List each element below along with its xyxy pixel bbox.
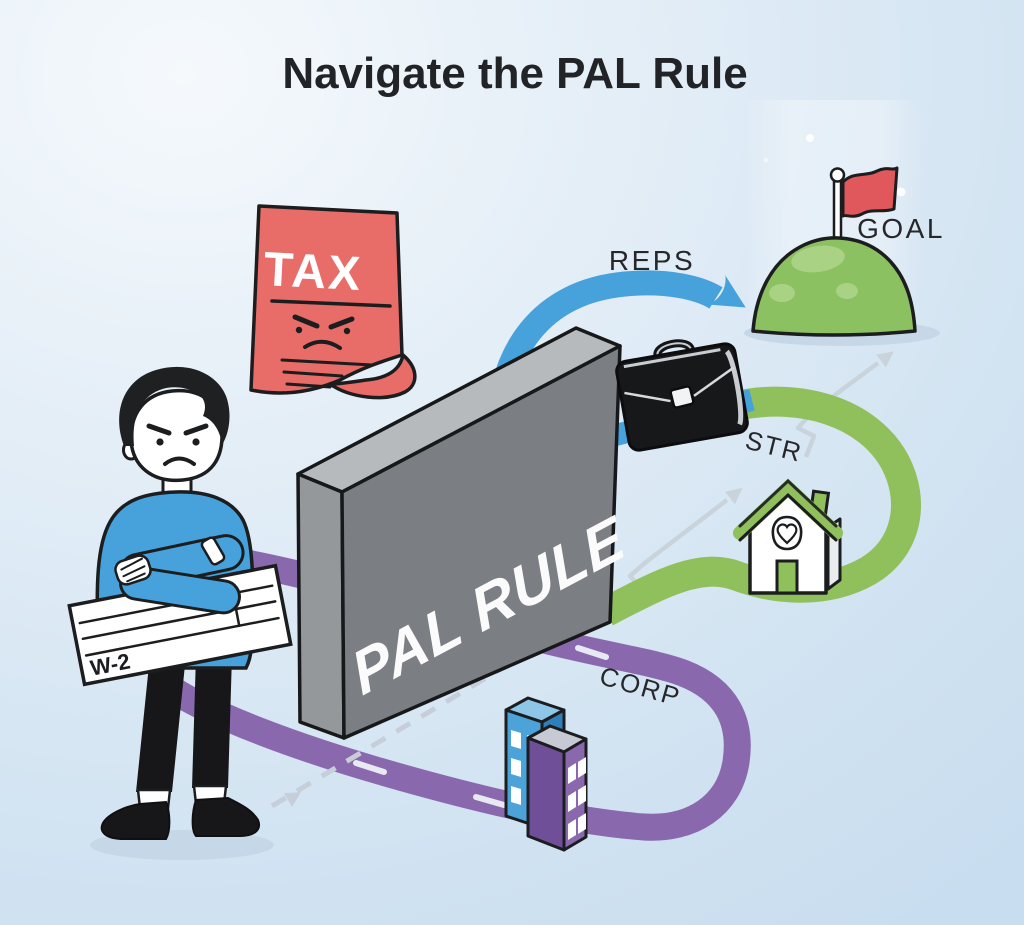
goal-label: GOAL (857, 213, 945, 244)
angry-face-icon (292, 314, 355, 350)
str-path (599, 386, 921, 626)
left-shoe (100, 800, 171, 840)
head (119, 366, 230, 483)
purple-building (526, 724, 588, 852)
man-figure: W-2 (67, 366, 293, 860)
flag-icon (841, 166, 899, 218)
reps-arrowhead-icon (707, 275, 746, 308)
buildings-icon (504, 696, 588, 852)
left-leg (136, 655, 186, 792)
reps-label: REPS (609, 245, 695, 276)
page-title: Navigate the PAL Rule (282, 49, 747, 98)
guide-arrow-right (795, 351, 894, 458)
page-curl (328, 353, 417, 400)
sleeve-cuff (200, 536, 226, 566)
str-label: STR (742, 425, 806, 468)
right-shoe (191, 796, 260, 837)
house-icon (733, 478, 843, 595)
crossed-arms (114, 534, 245, 615)
goal-hill-icon (744, 166, 940, 346)
pal-rule-wall (296, 326, 622, 740)
briefcase-icon (615, 339, 749, 452)
rental-logo-icon (771, 515, 803, 551)
hand (114, 554, 152, 586)
right-leg (192, 655, 232, 788)
angry-expression (146, 423, 209, 466)
tax-document-icon: TAX (249, 204, 417, 400)
wall-front-face (340, 344, 622, 740)
small-arrowhead-icon (283, 792, 301, 807)
door (775, 559, 799, 595)
hair (119, 366, 230, 446)
wall-side-face (296, 472, 346, 740)
tax-label: TAX (262, 243, 363, 301)
